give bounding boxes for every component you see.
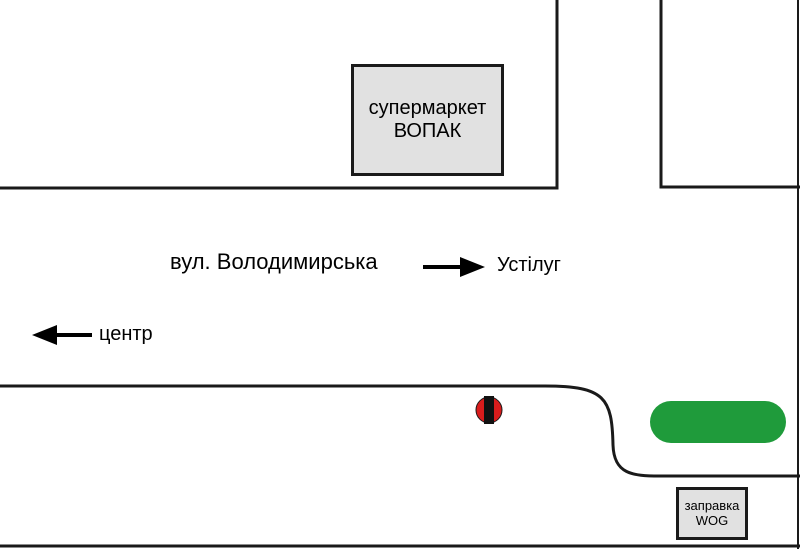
direction-label-center: центр [99,323,153,345]
arrow-left-icon [32,325,92,345]
gas-station-label-line1: заправка [684,497,740,513]
arrow-right-icon [423,257,485,277]
street-name-label: вул. Володимирська [170,249,378,274]
stop-marker-icon [475,396,503,424]
block-outline-top-right [659,0,800,189]
gas-station-label-line2: WOG [695,512,729,528]
gas-station-building: заправка WOG [676,487,748,540]
supermarket-label-line2: ВОПАК [393,120,462,142]
block-outline-top-left [0,0,559,190]
supermarket-label-line1: супермаркет [368,97,487,119]
green-area [650,401,786,443]
supermarket-building: супермаркет ВОПАК [351,64,504,176]
curb-bottom [0,384,800,478]
direction-label-ustyluh: Устілуг [497,254,561,276]
